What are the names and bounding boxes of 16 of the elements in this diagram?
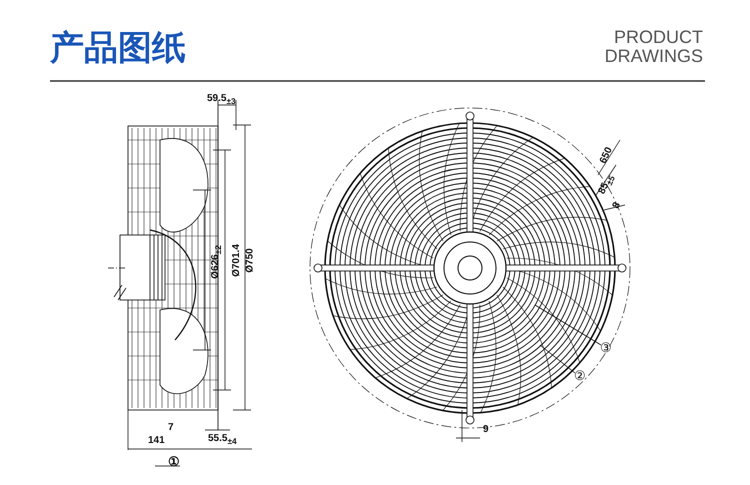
callout-number: ③: [600, 341, 612, 355]
leader-line: [534, 304, 602, 346]
dimension-label: 59.5$_{±3}$: [207, 93, 236, 107]
dimension-label: 9: [483, 424, 489, 435]
dimension-label: 141: [148, 435, 165, 446]
dimension-label: Ø750: [244, 248, 256, 273]
subheading: PRODUCT DRAWINGS: [604, 28, 703, 66]
leader-line: [540, 344, 576, 374]
dimension-label: 8: [610, 200, 623, 210]
dimension-label: Ø701.4: [230, 244, 242, 277]
callout-number: ②: [574, 369, 586, 383]
heading: 产品图纸: [50, 28, 186, 68]
dimension-label: 7: [168, 422, 174, 433]
callout-number: ①: [168, 456, 180, 467]
dimension-label: 650: [598, 146, 615, 166]
dimension-label: 55.5$_{±4}$: [208, 433, 237, 447]
